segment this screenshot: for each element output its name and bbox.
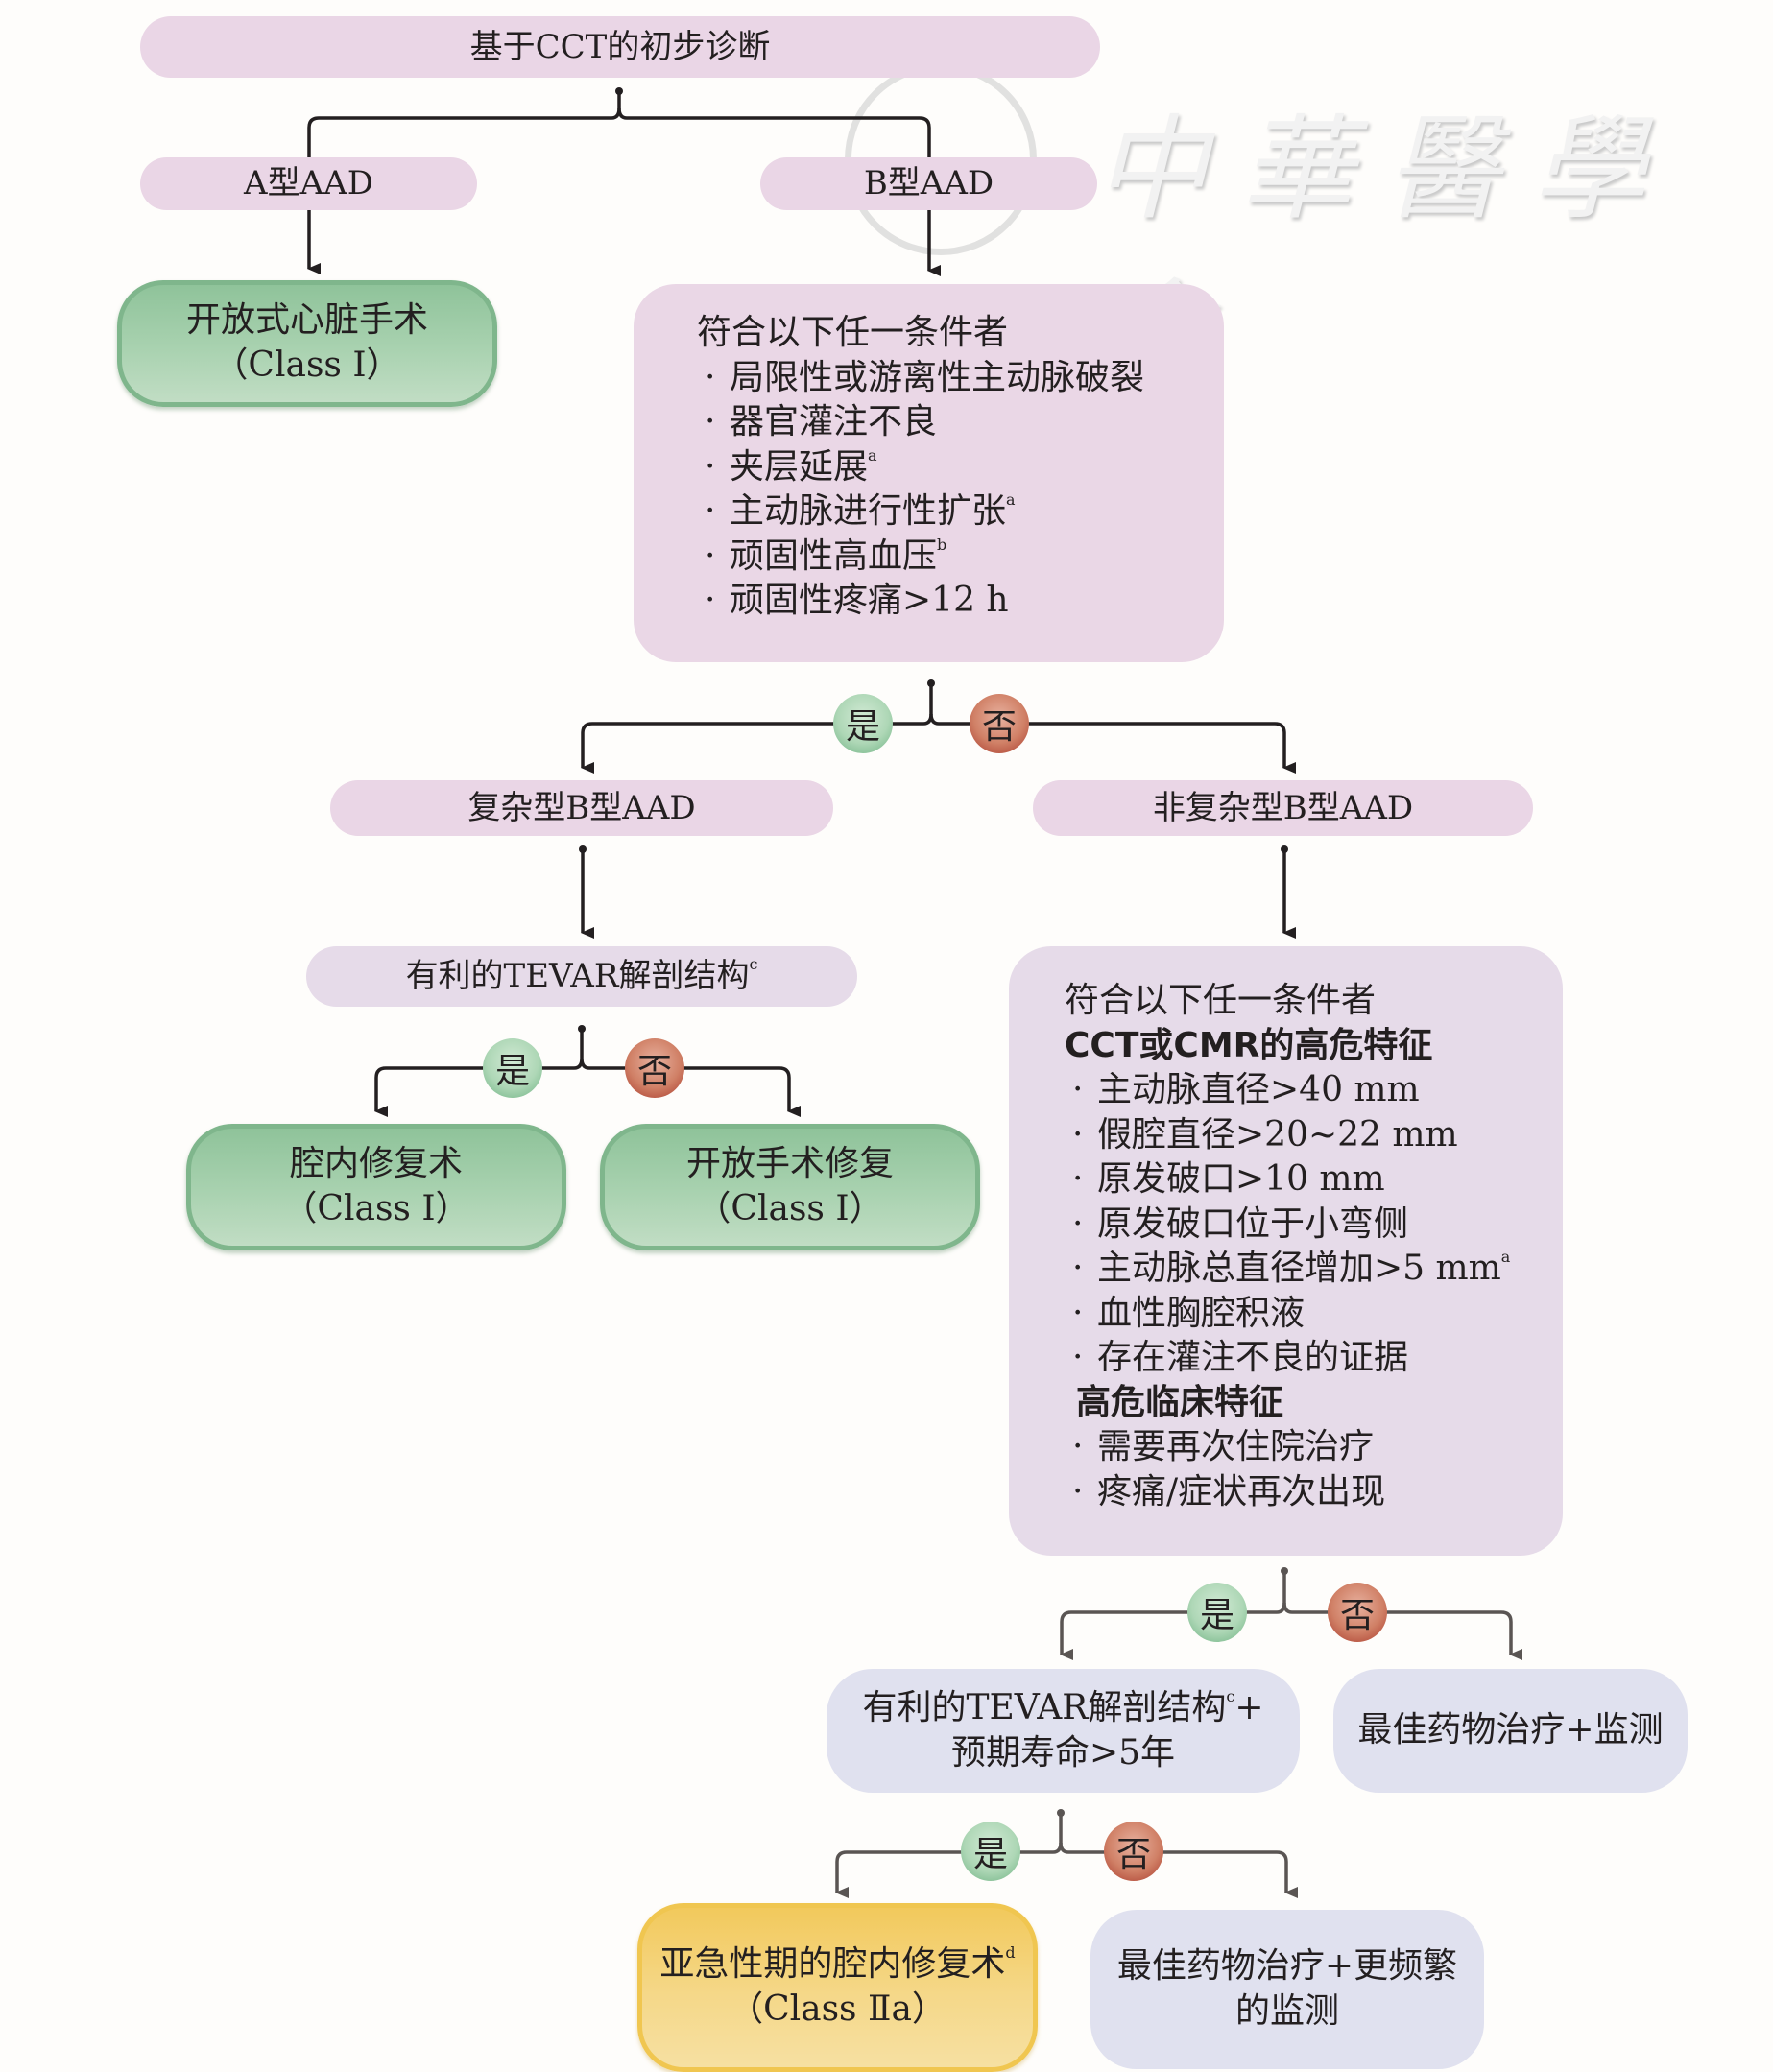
node-best-medical-monitoring: 最佳药物治疗+监测 [1333, 1669, 1688, 1793]
criteria-item: ·局限性或游离性主动脉破裂 [705, 357, 1145, 397]
connector-tevar-split-left [374, 1029, 584, 1117]
connector-highrisk-split-right [1282, 1602, 1522, 1660]
criteria-heading: 符合以下任一条件者 [1065, 981, 1377, 1020]
criteria-item: ·主动脉总直径增加>5 mma [1072, 1248, 1511, 1288]
class-recommendation: （Class Ⅰ） [282, 1189, 470, 1228]
node-label: 有利的TEVAR解剖结构c+ [862, 1686, 1264, 1727]
yes-badge: 是 [961, 1822, 1020, 1881]
footnote-marker: a [868, 445, 877, 464]
connector-top-split-right [617, 107, 931, 157]
clinical-features-heading: 高危临床特征 [1076, 1382, 1284, 1422]
yes-badge: 是 [833, 694, 893, 753]
criteria-item: ·器官灌注不良 [705, 402, 938, 441]
criteria-item: ·需要再次住院治疗 [1072, 1427, 1375, 1466]
node-type-a-aad: A型AAD [140, 157, 477, 210]
criteria-item: ·血性胸腔积液 [1072, 1293, 1306, 1333]
node-subacute-endovascular-repair: 亚急性期的腔内修复术d （Class Ⅱa） [637, 1903, 1038, 2072]
connector-highrisk-split-left [1060, 1571, 1286, 1660]
node-tevar-life-expectancy: 有利的TEVAR解剖结构c+ 预期寿命>5年 [827, 1669, 1300, 1793]
node-best-medical-frequent-monitoring: 最佳药物治疗+更频繁 的监测 [1090, 1910, 1484, 2069]
no-badge: 否 [625, 1038, 684, 1098]
node-label: 预期寿命>5年 [950, 1732, 1176, 1773]
imaging-features-heading: CCT或CMR的高危特征 [1065, 1025, 1433, 1065]
node-uncomplicated-type-b: 非复杂型B型AAD [1033, 780, 1533, 836]
criteria-item: ·顽固性高血压b [705, 535, 947, 576]
node-label: 基于CCT的初步诊断 [469, 27, 771, 66]
class-recommendation: （Class Ⅰ） [213, 345, 401, 385]
criteria-item: ·主动脉直径>40 mm [1072, 1070, 1420, 1109]
class-recommendation: （Class Ⅰ） [696, 1189, 884, 1228]
node-label: 最佳药物治疗+更频繁 [1116, 1946, 1458, 1987]
criteria-item: ·顽固性疼痛>12 h [705, 581, 1009, 620]
footnote-marker: a [1500, 1248, 1511, 1266]
node-initial-diagnosis: 基于CCT的初步诊断 [140, 16, 1100, 78]
connector-life-split-left [835, 1813, 1063, 1898]
node-type-b-criteria: 符合以下任一条件者 ·局限性或游离性主动脉破裂 ·器官灌注不良 ·夹层延展a ·… [634, 284, 1224, 662]
criteria-item: ·主动脉进行性扩张a [705, 490, 1016, 531]
yes-badge: 是 [1187, 1583, 1247, 1642]
node-open-surgical-repair: 开放手术修复 （Class Ⅰ） [600, 1124, 980, 1250]
node-label: 有利的TEVAR解剖结构c [405, 955, 758, 996]
criteria-item: ·假腔直径>20~22 mm [1072, 1114, 1458, 1155]
node-open-heart-surgery: 开放式心脏手术 （Class Ⅰ） [117, 280, 497, 407]
footnote-marker: c [1226, 1686, 1235, 1705]
footnote-marker: c [749, 955, 758, 974]
connector-criteria-split-right [929, 713, 1296, 774]
footnote-marker: b [937, 535, 947, 554]
node-label: 最佳药物治疗+监测 [1357, 1710, 1664, 1750]
no-badge: 否 [1104, 1822, 1163, 1881]
connector-top-split [307, 91, 621, 157]
node-label: 的监测 [1234, 1991, 1339, 2031]
node-label: 开放手术修复 [685, 1144, 894, 1184]
criteria-item: ·原发破口位于小弯侧 [1072, 1203, 1409, 1244]
criteria-item: ·存在灌注不良的证据 [1072, 1338, 1409, 1377]
criteria-item: ·疼痛/症状再次出现 [1072, 1471, 1386, 1512]
criteria-item: ·夹层延展a [705, 445, 877, 487]
node-complicated-type-b: 复杂型B型AAD [330, 780, 833, 836]
connector-tevar-split-right [580, 1058, 801, 1117]
criteria-item: ·原发破口>10 mm [1072, 1159, 1385, 1199]
no-badge: 否 [1328, 1583, 1387, 1642]
connector-life-split-right [1059, 1842, 1298, 1898]
node-label: 非复杂型B型AAD [1152, 788, 1414, 827]
node-label: 复杂型B型AAD [467, 788, 696, 827]
node-high-risk-criteria: 符合以下任一条件者 CCT或CMR的高危特征 ·主动脉直径>40 mm ·假腔直… [1009, 946, 1563, 1556]
no-badge: 否 [970, 694, 1029, 753]
class-recommendation: （Class Ⅱa） [729, 1989, 946, 2029]
node-label: 亚急性期的腔内修复术d [659, 1943, 1016, 1985]
node-favorable-tevar-anatomy: 有利的TEVAR解剖结构c [306, 946, 857, 1007]
footnote-marker: d [1005, 1943, 1016, 1963]
node-type-b-aad: B型AAD [760, 157, 1097, 210]
node-label: B型AAD [863, 164, 994, 203]
node-label: 腔内修复术 [289, 1144, 463, 1184]
node-label: A型AAD [244, 164, 373, 203]
criteria-heading: 符合以下任一条件者 [697, 313, 1009, 352]
yes-badge: 是 [483, 1038, 542, 1098]
node-label: 开放式心脏手术 [185, 300, 428, 341]
node-endovascular-repair: 腔内修复术 （Class Ⅰ） [186, 1124, 566, 1250]
footnote-marker: a [1006, 490, 1016, 509]
